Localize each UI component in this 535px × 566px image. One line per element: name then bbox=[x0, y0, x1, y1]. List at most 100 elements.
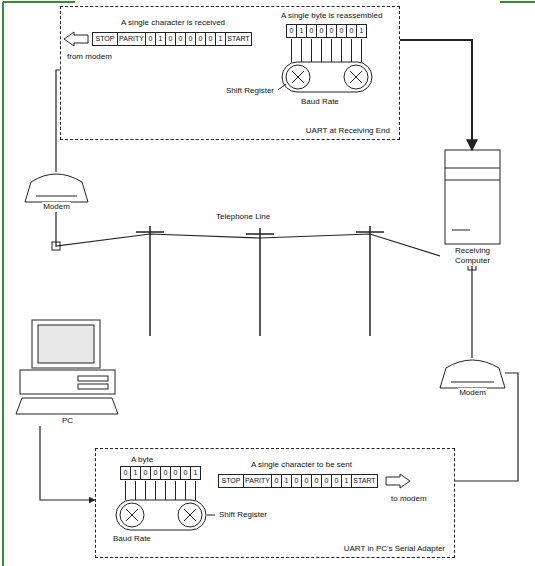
shift-register-top bbox=[64, 32, 372, 92]
annotation: A byte bbox=[130, 455, 154, 465]
node-label: Receiving Computer bbox=[440, 246, 505, 266]
modem-body bbox=[25, 174, 88, 202]
bit-value: 0 bbox=[199, 33, 203, 45]
bit-value: 1 bbox=[219, 33, 223, 45]
byte-bit: 1 bbox=[356, 24, 367, 38]
frame-bit: START bbox=[225, 32, 252, 46]
node-label: Modem bbox=[42, 202, 71, 212]
annotation: Baud Rate bbox=[300, 97, 340, 107]
annotation: A single character to be sent bbox=[250, 460, 353, 470]
bit-value: 0 bbox=[340, 25, 344, 37]
modem-body bbox=[440, 360, 505, 388]
pulley-spokes bbox=[292, 71, 362, 83]
keyboard bbox=[16, 398, 118, 414]
frame-bit: PARITY bbox=[117, 32, 146, 46]
bit-value: 0 bbox=[184, 467, 188, 479]
bit-value: 1 bbox=[134, 467, 138, 479]
bit-ticks bbox=[126, 481, 196, 500]
bit-value: 0 bbox=[295, 475, 299, 487]
modem-icons bbox=[25, 174, 505, 388]
box-title: UART at Receiving End bbox=[305, 126, 391, 136]
bit-value: 0 bbox=[174, 467, 178, 479]
bit-value: 0 bbox=[189, 33, 193, 45]
belt bbox=[282, 62, 372, 92]
bit-value: PARITY bbox=[245, 475, 270, 487]
bit-value: START bbox=[353, 475, 375, 487]
drive-slot bbox=[78, 376, 108, 381]
bit-value: 0 bbox=[154, 467, 158, 479]
bit-value: 0 bbox=[179, 33, 183, 45]
box-title: UART in PC's Serial Adapter bbox=[343, 544, 446, 554]
byte-bit: 1 bbox=[190, 466, 201, 480]
bit-value: 0 bbox=[169, 33, 173, 45]
frame-line bbox=[3, 1, 75, 3]
annotation: Telephone Line bbox=[215, 212, 271, 222]
bit-value: 0 bbox=[275, 475, 279, 487]
connector bbox=[56, 212, 472, 358]
bit-value: PARITY bbox=[119, 33, 144, 45]
modem-slot bbox=[451, 382, 494, 383]
bit-value: 1 bbox=[194, 467, 198, 479]
annotation: Shift Register bbox=[225, 86, 275, 96]
drive-slot bbox=[445, 168, 500, 169]
node-label: PC bbox=[61, 416, 74, 426]
bit-value: 0 bbox=[124, 467, 128, 479]
shift-register-bottom bbox=[116, 474, 410, 530]
bit-value: 1 bbox=[285, 475, 289, 487]
frame-bit: PARITY bbox=[243, 474, 272, 488]
node-label: Modem bbox=[458, 388, 487, 398]
bit-value: 0 bbox=[320, 25, 324, 37]
bit-value: 1 bbox=[300, 25, 304, 37]
bit-value: 0 bbox=[330, 25, 334, 37]
frame-line bbox=[2, 2, 4, 566]
annotation: A single byte is reassembled bbox=[280, 11, 383, 21]
bit-value: 0 bbox=[325, 475, 329, 487]
modem: Modem bbox=[440, 358, 505, 398]
belt bbox=[116, 500, 206, 530]
page-frame bbox=[3, 2, 535, 566]
connector bbox=[40, 426, 95, 500]
bit-value: STOP bbox=[222, 475, 241, 487]
bit-value: START bbox=[227, 33, 249, 45]
uart-box: UART at Receiving EndSTOPPARITY01000001S… bbox=[60, 6, 400, 140]
annotation: from modem bbox=[66, 52, 113, 62]
bit-value: 0 bbox=[335, 475, 339, 487]
bit-value: 0 bbox=[290, 25, 294, 37]
annotation: A single character is received bbox=[120, 18, 226, 28]
bit-value: 0 bbox=[209, 33, 213, 45]
frame-bit: STOP bbox=[218, 474, 244, 488]
hollow-arrow bbox=[64, 32, 88, 46]
drive-slot bbox=[452, 230, 470, 231]
bit-value: 0 bbox=[310, 25, 314, 37]
hollow-arrow bbox=[386, 474, 410, 488]
modem-slot bbox=[36, 196, 77, 197]
drive-slot bbox=[78, 384, 108, 389]
bit-value: 0 bbox=[350, 25, 354, 37]
computer-tower bbox=[445, 150, 500, 244]
frame-bit: STOP bbox=[92, 32, 118, 46]
bit-value: 0 bbox=[315, 475, 319, 487]
frame-line bbox=[500, 1, 535, 3]
bit-value: 1 bbox=[345, 475, 349, 487]
system-unit bbox=[20, 370, 115, 394]
modem: Modem bbox=[25, 172, 88, 212]
connector bbox=[400, 40, 472, 150]
pc: PC bbox=[15, 318, 120, 426]
pc-icon bbox=[16, 320, 118, 414]
frame-bit: START bbox=[351, 474, 378, 488]
bit-ticks bbox=[292, 39, 362, 62]
bit-value: 0 bbox=[164, 467, 168, 479]
pole bbox=[136, 226, 384, 336]
connector bbox=[455, 373, 518, 481]
receiving-computer-icon bbox=[445, 150, 500, 244]
annotation: Baud Rate bbox=[112, 534, 152, 544]
bit-value: 1 bbox=[159, 33, 163, 45]
monitor bbox=[32, 320, 100, 368]
leader-line bbox=[278, 84, 286, 90]
annotation: Shift Register bbox=[218, 510, 268, 520]
leader-line bbox=[207, 515, 215, 516]
bit-value: STOP bbox=[96, 33, 115, 45]
screen bbox=[38, 325, 94, 363]
bit-value: 1 bbox=[360, 25, 364, 37]
bit-value: 0 bbox=[149, 33, 153, 45]
